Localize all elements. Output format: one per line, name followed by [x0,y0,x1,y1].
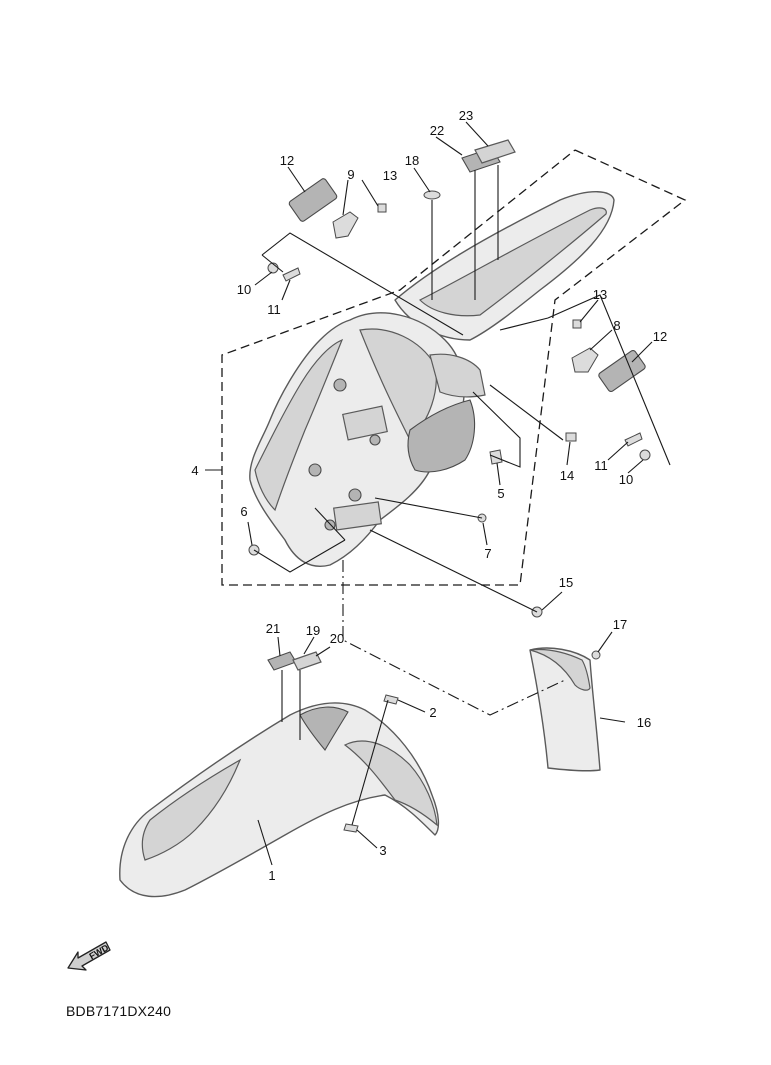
nut-13b [572,319,582,329]
nut-13a [377,203,387,213]
mud-flap [529,647,601,772]
diagram-code: BDB7171DX240 [66,1003,172,1019]
callout-12-right: 12 [653,329,667,344]
grommet-18 [423,190,441,200]
callout-15: 15 [559,575,573,590]
connection-lines [253,165,671,826]
callout-labels: 1 2 3 4 5 6 7 8 9 10 10 11 11 12 12 13 1… [191,108,667,883]
callout-14: 14 [560,468,574,483]
callout-12-left: 12 [280,153,294,168]
bracket-left [332,211,359,239]
washer-10b [639,449,651,461]
emblem-upper [461,139,516,173]
callout-5: 5 [497,486,504,501]
callout-leaders [205,121,653,866]
callout-23: 23 [459,108,473,123]
bracket-right [571,347,599,373]
callout-19: 19 [306,623,320,638]
callout-20: 20 [330,631,344,646]
front-fender [119,702,440,898]
callout-3: 3 [379,843,386,858]
callout-10-left: 10 [237,282,251,297]
callout-9: 9 [347,167,354,182]
callout-1: 1 [268,868,275,883]
callout-21: 21 [266,621,280,636]
callout-18: 18 [405,153,419,168]
collar-14 [565,432,577,442]
callout-13-right: 13 [593,287,607,302]
bolt-11a [282,267,301,282]
callout-22: 22 [430,123,444,138]
nut-17 [591,650,601,660]
callout-8: 8 [613,318,620,333]
callout-11-left: 11 [267,302,281,317]
assembly-outline [221,149,687,586]
emblem-lower [267,651,322,671]
callout-6: 6 [240,504,247,519]
callout-17: 17 [613,617,627,632]
reflector-right [598,349,646,393]
callout-13-left: 13 [383,168,397,183]
bolt-11b [624,432,643,447]
callout-11-right: 11 [594,458,608,473]
callout-2: 2 [429,705,436,720]
screw-2 [383,694,399,705]
reflector-left [288,178,338,222]
callout-10-right: 10 [619,472,633,487]
rear-fender [249,191,615,567]
callout-7: 7 [484,546,491,561]
callout-4: 4 [191,463,198,478]
screw-3 [343,823,359,833]
callout-16: 16 [637,715,651,730]
forward-arrow-icon: FWD [67,941,111,971]
